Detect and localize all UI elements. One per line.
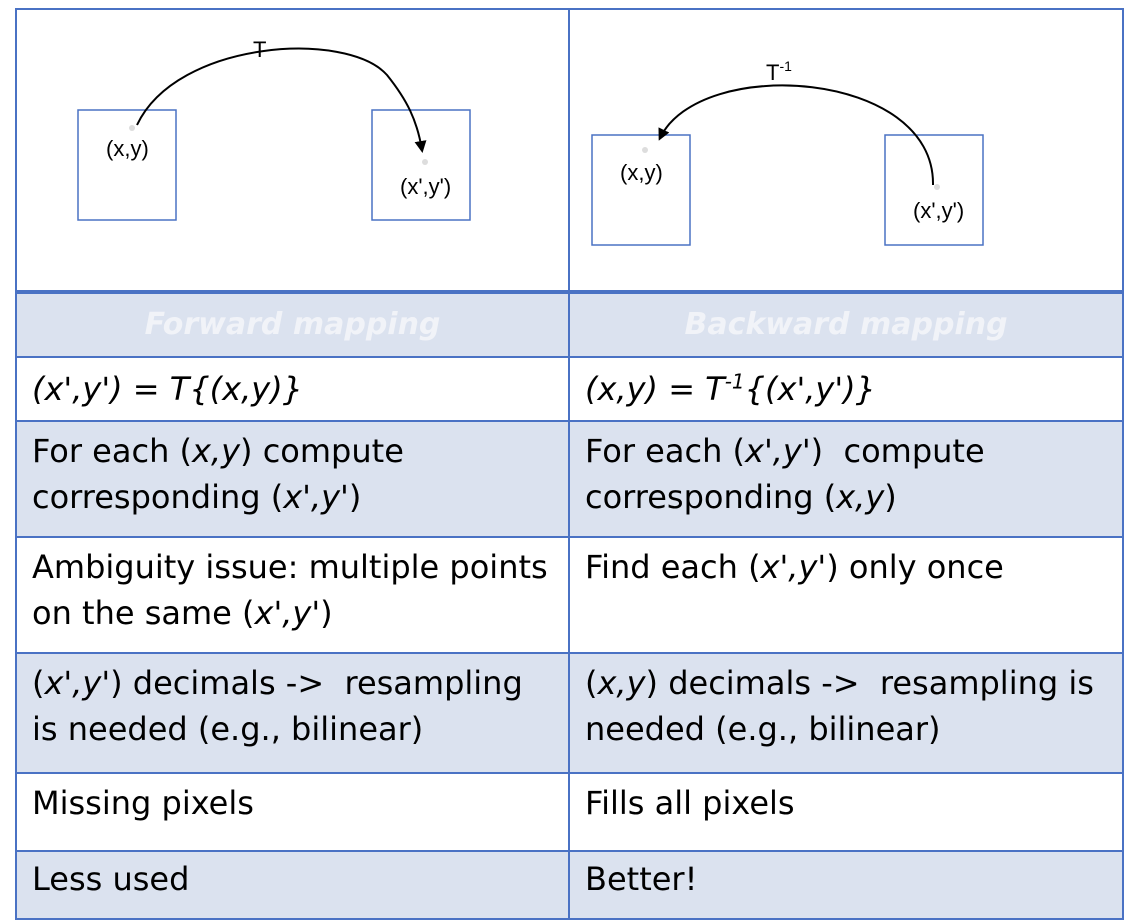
backward-formula-suffix: {(x',y')} [744, 370, 876, 408]
forward-cell: Less used [15, 850, 570, 920]
backward-diagram-cell: T-1 (x,y) (x',y') [568, 8, 1124, 293]
text-run: ( [32, 664, 45, 702]
coordinate-text: x',y' [283, 478, 349, 516]
text-run: ) [348, 478, 362, 516]
backward-header: Backward mapping [568, 291, 1124, 358]
coordinate-text: x',y' [760, 548, 827, 586]
target-point-label: (x,y) [620, 160, 663, 185]
transform-label: T [253, 37, 266, 62]
table-row: (x',y') decimals -> resampling is needed… [15, 652, 1124, 774]
source-point-label: (x',y') [913, 198, 964, 223]
text-run: ) only once [826, 548, 1004, 586]
forward-cell: Ambiguity issue: multiple points on the … [15, 536, 570, 654]
target-image-box [371, 109, 471, 221]
coordinate-text: x,y [836, 478, 885, 516]
text-run: ) compute corresponding ( [32, 432, 404, 516]
forward-formula: (x',y') = T{(x,y)} [15, 356, 570, 422]
mapping-comparison-table: T (x,y) (x',y') T-1 (x,y) [15, 8, 1124, 920]
forward-cell: For each (x,y) compute corresponding (x'… [15, 420, 570, 538]
backward-formula-prefix: (x,y) = T [585, 370, 725, 408]
backward-cell: Find each (x',y') only once [568, 536, 1124, 654]
formula-row: (x',y') = T{(x,y)} (x,y) = T-1{(x',y')} [15, 356, 1124, 422]
backward-formula-superscript: -1 [724, 369, 745, 394]
table-row: For each (x,y) compute corresponding (x'… [15, 420, 1124, 538]
text-run: ) [884, 478, 897, 516]
backward-cell: Fills all pixels [568, 772, 1124, 852]
forward-cell: Missing pixels [15, 772, 570, 852]
table-row: Missing pixels Fills all pixels [15, 772, 1124, 852]
text-run: ) compute corresponding ( [585, 432, 995, 516]
source-image-box [884, 134, 984, 246]
coordinate-text: x',y' [745, 432, 811, 470]
source-point-dot [129, 125, 135, 131]
forward-cell: (x',y') decimals -> resampling is needed… [15, 652, 570, 774]
forward-transform-arrow [136, 47, 427, 153]
target-image-box [591, 134, 691, 246]
target-point-dot [642, 147, 648, 153]
text-run: ) decimals -> resampling is needed (e.g.… [585, 664, 1105, 748]
inverse-transform-arrow [658, 84, 935, 186]
coordinate-text: x',y' [44, 664, 111, 702]
backward-cell: Better! [568, 850, 1124, 920]
text-run: Ambiguity issue: multiple points on the … [32, 548, 548, 632]
text-run: ) decimals -> resampling is needed (e.g.… [32, 664, 533, 748]
forward-mapping-diagram: T (x,y) (x',y') [77, 37, 471, 221]
coordinate-text: x,y [192, 432, 241, 470]
backward-cell: (x,y) decimals -> resampling is needed (… [568, 652, 1124, 774]
source-image-box [77, 109, 177, 221]
inverse-transform-label: T-1 [766, 58, 792, 85]
text-run: For each ( [585, 432, 745, 470]
text-run: ) [320, 594, 333, 632]
source-point-label: (x,y) [106, 136, 149, 161]
coordinate-text: x',y' [254, 594, 321, 632]
backward-mapping-diagram: T-1 (x,y) (x',y') [591, 58, 984, 246]
text-run: Find each ( [585, 548, 761, 586]
forward-diagram-cell: T (x,y) (x',y') [15, 8, 570, 293]
backward-formula: (x,y) = T-1{(x',y')} [568, 356, 1124, 422]
backward-cell: For each (x',y') compute corresponding (… [568, 420, 1124, 538]
table-row: Ambiguity issue: multiple points on the … [15, 536, 1124, 654]
forward-header: Forward mapping [15, 291, 570, 358]
source-point-dot [934, 184, 940, 190]
target-point-label: (x',y') [400, 174, 451, 199]
text-run: ( [585, 664, 598, 702]
coordinate-text: x,y [597, 664, 646, 702]
diagram-row: T (x,y) (x',y') T-1 (x,y) [15, 8, 1124, 293]
header-row: Forward mapping Backward mapping [15, 291, 1124, 358]
table-row: Less used Better! [15, 850, 1124, 920]
text-run: For each ( [32, 432, 192, 470]
target-point-dot [422, 159, 428, 165]
